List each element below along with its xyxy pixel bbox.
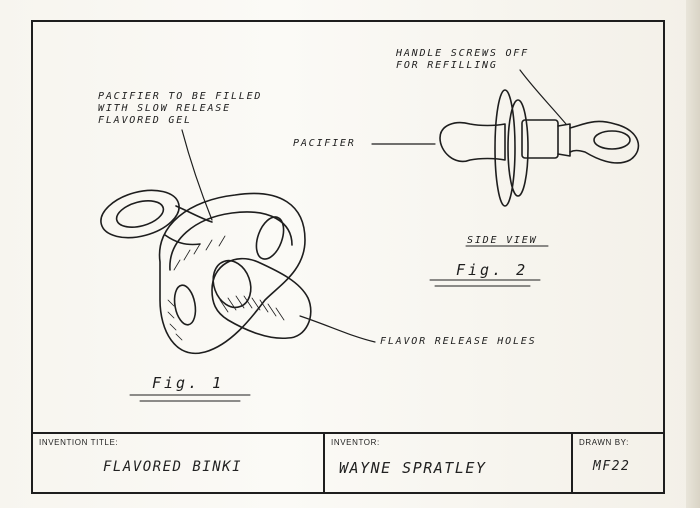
drawn-by-label: DRAWN BY: xyxy=(579,438,629,447)
inventor-label: INVENTOR: xyxy=(331,438,380,447)
inventor-cell: INVENTOR: WAYNE SPRATLEY xyxy=(325,434,573,494)
drawing-frame: INVENTION TITLE: FLAVORED BINKI INVENTOR… xyxy=(31,20,665,494)
invention-title-value: FLAVORED BINKI xyxy=(103,459,242,475)
invention-title-cell: INVENTION TITLE: FLAVORED BINKI xyxy=(33,434,325,494)
drawn-by-value: MF22 xyxy=(593,459,630,474)
inventor-value: WAYNE SPRATLEY xyxy=(339,459,486,477)
drawn-by-cell: DRAWN BY: MF22 xyxy=(573,434,663,494)
title-block: INVENTION TITLE: FLAVORED BINKI INVENTOR… xyxy=(33,432,663,494)
invention-title-label: INVENTION TITLE: xyxy=(39,438,118,447)
